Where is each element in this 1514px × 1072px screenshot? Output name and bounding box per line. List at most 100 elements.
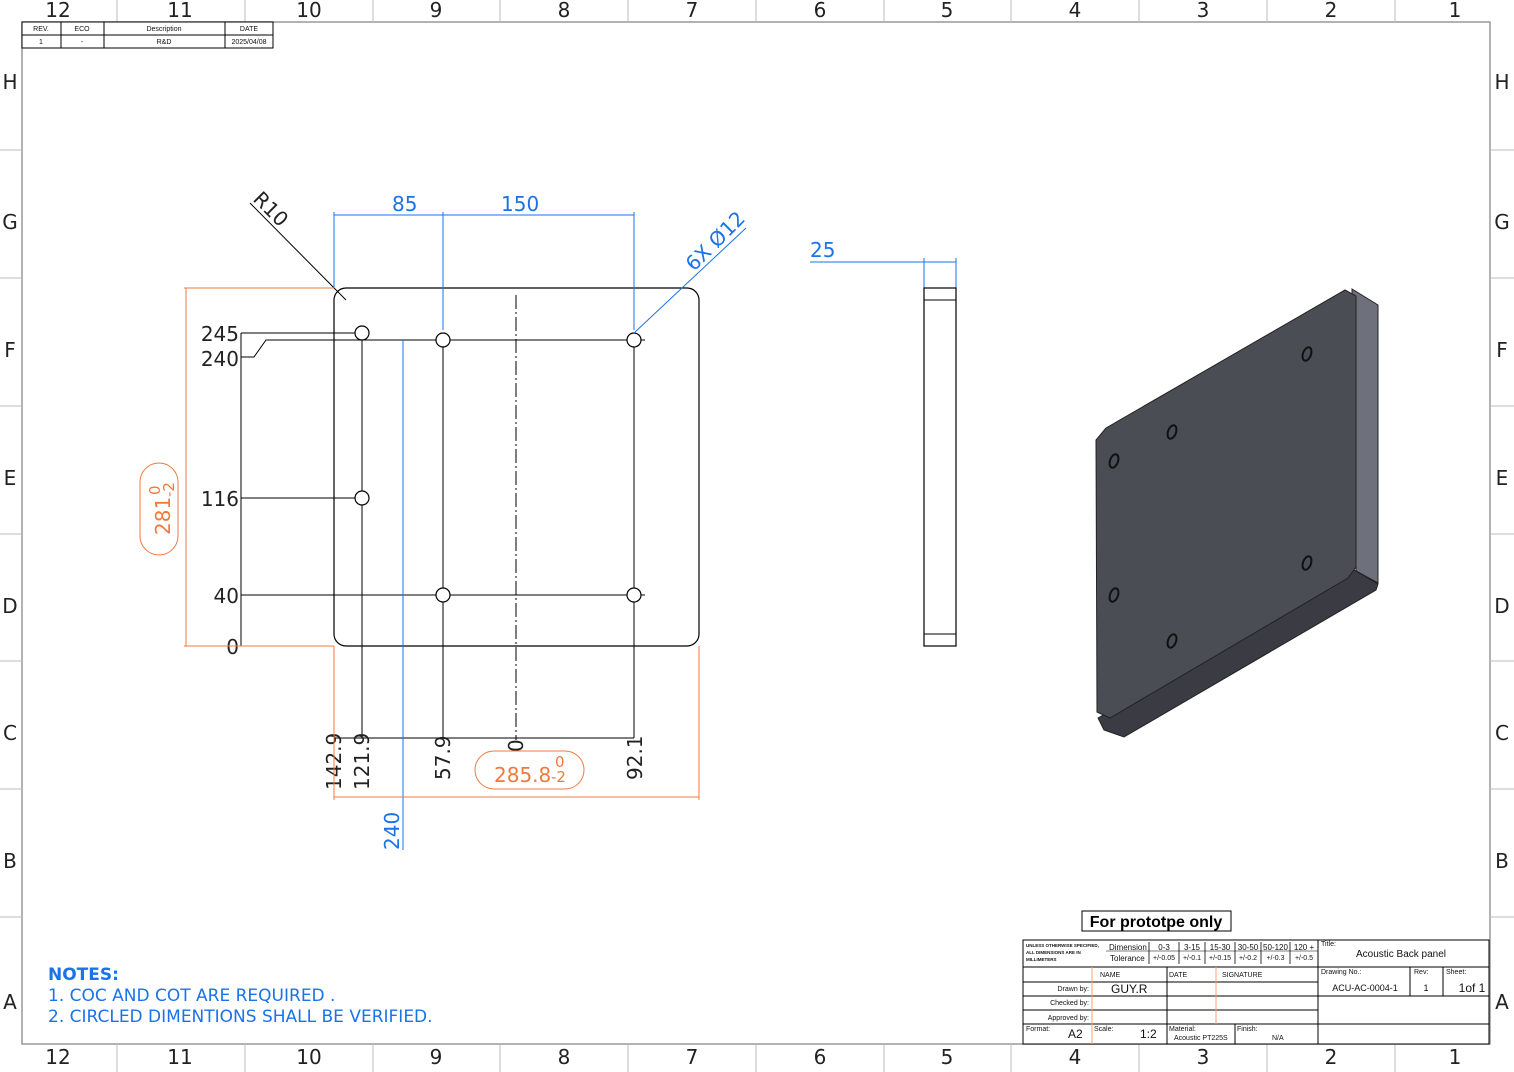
ord-240: 240	[201, 347, 239, 371]
hole	[435, 587, 451, 603]
plate-outline	[333, 287, 700, 647]
column-marker: 7	[686, 0, 699, 22]
sheet-label: Sheet:	[1446, 969, 1466, 976]
hole	[435, 332, 451, 348]
finish-value: N/A	[1272, 1035, 1284, 1042]
column-marker: 3	[1197, 0, 1210, 22]
drawn-by-name: GUY.R	[1111, 982, 1148, 996]
column-marker: 6	[814, 1045, 827, 1069]
ord-245: 245	[201, 322, 239, 346]
material-value: Acoustic PT225S	[1174, 1035, 1228, 1042]
width-lower: -2	[551, 768, 566, 786]
row-marker: D	[1494, 594, 1509, 618]
tol-value: +/-0.05	[1153, 955, 1175, 962]
row-marker: H	[1494, 70, 1509, 94]
hole	[626, 587, 642, 603]
hole	[626, 332, 642, 348]
rev-value: 1	[39, 39, 43, 46]
rev-header: REV.	[33, 26, 49, 33]
height-value: 281	[151, 497, 175, 535]
row-marker: E	[4, 466, 17, 490]
row-marker: E	[1496, 466, 1509, 490]
date-header-tb: DATE	[1169, 972, 1187, 979]
format-label: Format:	[1026, 1026, 1050, 1033]
column-marker: 2	[1325, 1045, 1338, 1069]
tol-value: +/-0.5	[1295, 955, 1313, 962]
column-marker: 11	[167, 1045, 192, 1069]
tol-range: 15-30	[1210, 943, 1231, 952]
row-marker: A	[1495, 990, 1509, 1014]
row-marker: C	[3, 721, 17, 745]
name-header: NAME	[1100, 972, 1121, 979]
scale-label: Scale:	[1094, 1026, 1114, 1033]
eco-header: ECO	[74, 26, 90, 33]
dim-85: 85	[392, 192, 417, 216]
row-marker: D	[2, 594, 17, 618]
drawing-title: Acoustic Back panel	[1356, 949, 1446, 960]
date-value: 2025/04/08	[231, 39, 266, 46]
width-tol-bubble	[474, 750, 585, 790]
tol-range: 50-120	[1263, 943, 1288, 952]
column-marker: 8	[558, 1045, 571, 1069]
column-marker: 9	[430, 1045, 443, 1069]
column-marker: 5	[941, 0, 954, 22]
drawn-by-label: Drawn by:	[1057, 986, 1089, 993]
column-marker: 7	[686, 1045, 699, 1069]
unless-line-2: ALL DIMENSIONS ARE IN	[1026, 950, 1081, 955]
ord-121-9: 121.9	[350, 733, 374, 790]
column-marker: 10	[296, 0, 321, 22]
prototype-banner: For prototpe only	[1090, 914, 1223, 931]
format-value: A2	[1068, 1027, 1083, 1041]
front-view: R10 85 150 6X Ø12 240 245 240 116 40 0 1…	[139, 187, 957, 850]
drawing-no: ACU-AC-0004-1	[1332, 983, 1398, 993]
tol-value: +/-0.2	[1239, 955, 1257, 962]
sheet-value: 1of 1	[1459, 981, 1486, 995]
tol-value: +/-0.15	[1209, 955, 1231, 962]
column-marker: 4	[1069, 0, 1082, 22]
row-marker: F	[1496, 338, 1508, 362]
tol-value: +/-0.3	[1266, 955, 1284, 962]
width-value: 285.8	[494, 763, 551, 787]
hole	[354, 490, 370, 506]
row-marker: B	[3, 849, 17, 873]
width-upper: 0	[555, 753, 565, 771]
ord-40: 40	[214, 584, 239, 608]
unless-line-3: MILLIMETERS	[1026, 957, 1057, 962]
hole	[354, 325, 370, 341]
checked-by-label: Checked by:	[1050, 1000, 1089, 1007]
hole-callout: 6X Ø12	[681, 206, 750, 275]
dimension-label: Dimension	[1109, 943, 1147, 952]
tol-range: 120 +	[1294, 943, 1315, 952]
side-view: 25	[810, 238, 957, 647]
ord-0-bottom: 0	[504, 739, 528, 752]
column-marker: 4	[1069, 1045, 1082, 1069]
rev-label: Rev:	[1414, 969, 1428, 976]
dim-thickness: 25	[810, 238, 835, 262]
material-label: Material:	[1169, 1026, 1196, 1033]
ord-0: 0	[226, 635, 239, 659]
rev-value-tb: 1	[1423, 983, 1428, 993]
tol-range: 0-3	[1158, 943, 1170, 952]
notes: NOTES: 1. COC AND COT ARE REQUIRED . 2. …	[48, 965, 433, 1027]
description-value: R&D	[157, 39, 172, 46]
column-marker: 6	[814, 0, 827, 22]
signature-header: SIGNATURE	[1222, 972, 1263, 979]
ord-57-9: 57.9	[431, 735, 455, 780]
date-header: DATE	[240, 26, 258, 33]
title-block: For prototpe only 0-3+/-0.053-15+/-0.115…	[1022, 910, 1490, 1045]
column-marker: 12	[45, 1045, 70, 1069]
tol-value: +/-0.1	[1183, 955, 1201, 962]
description-header: Description	[146, 26, 181, 33]
approved-by-label: Approved by:	[1048, 1015, 1089, 1022]
height-lower: -2	[160, 482, 178, 497]
revision-table: REV. ECO Description DATE 1 - R&D 2025/0…	[21, 21, 274, 49]
column-marker: 8	[558, 0, 571, 22]
column-marker: 3	[1197, 1045, 1210, 1069]
row-marker: A	[3, 990, 17, 1014]
column-marker: 5	[941, 1045, 954, 1069]
row-marker: F	[4, 338, 16, 362]
column-marker: 11	[167, 0, 192, 22]
tol-range: 3-15	[1184, 943, 1201, 952]
column-marker: 2	[1325, 0, 1338, 22]
